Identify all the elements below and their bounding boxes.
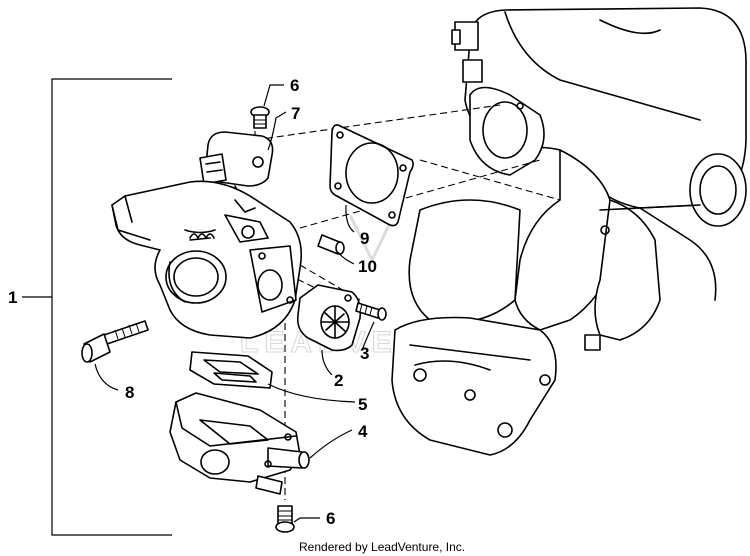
callout-4: 4: [358, 422, 368, 441]
intake-manifold: [391, 7, 747, 456]
callout-8: 8: [125, 383, 134, 402]
callout-6-bottom: 6: [326, 509, 335, 528]
part-5-gasket: [189, 351, 273, 389]
credit-text: Rendered by LeadVenture, Inc.: [299, 540, 465, 554]
part-4-housing: [169, 392, 310, 495]
callout-10: 10: [358, 257, 377, 276]
throttle-body: [111, 180, 303, 339]
part-3-screw: [355, 302, 387, 321]
part-7-sensor: [199, 131, 274, 197]
callout-3: 3: [360, 344, 369, 363]
part-8-bolt: [81, 320, 149, 363]
part-9-gasket: [329, 124, 414, 227]
callout-5: 5: [358, 395, 367, 414]
part-10-dowel: [317, 234, 345, 255]
part-6-screw-bottom: [275, 505, 295, 533]
assembly-bracket: [22, 78, 172, 536]
callout-2: 2: [334, 371, 343, 390]
callout-1: 1: [8, 288, 17, 307]
part-6-screw-top: [250, 106, 270, 129]
callout-labels: 1 2 3 4 5 6 6 7 8 9 10: [8, 76, 377, 528]
callout-7: 7: [291, 104, 300, 123]
part-2-sensor: [296, 284, 362, 352]
callout-9: 9: [360, 229, 369, 248]
callout-6-top: 6: [290, 76, 299, 95]
leader-lines: [94, 84, 375, 523]
